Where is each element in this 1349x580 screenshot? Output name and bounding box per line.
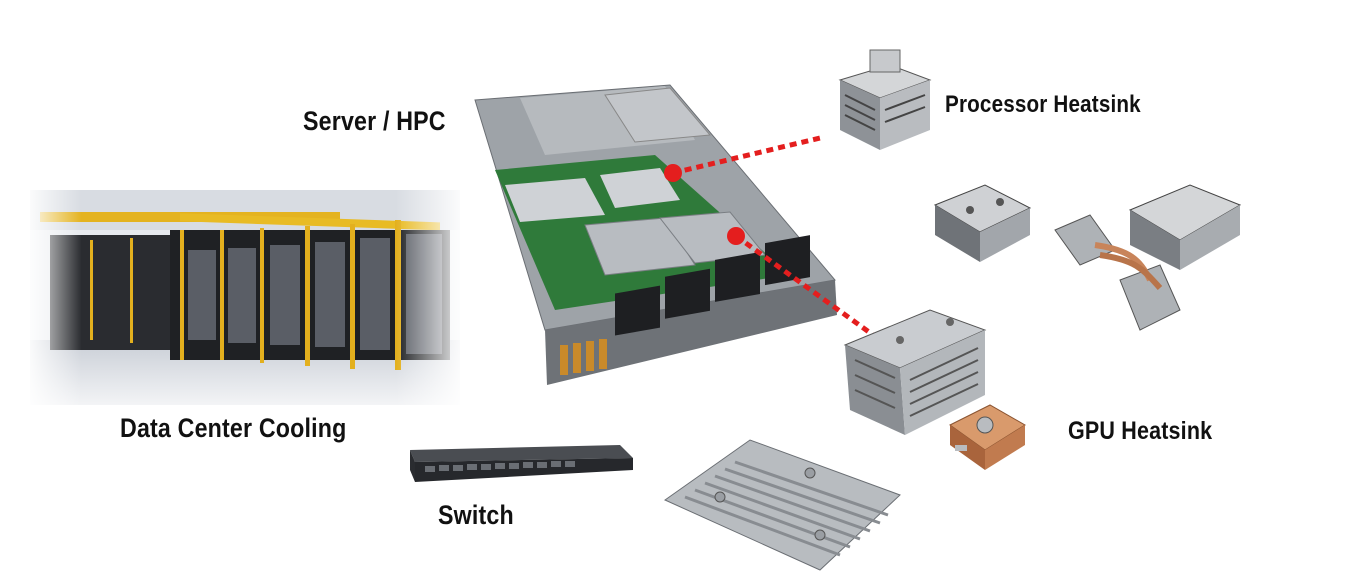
processor-heatsink-label: Processor Heatsink (945, 91, 1141, 118)
processor-heatsink-small-image (925, 170, 1035, 265)
processor-connector-line (672, 135, 821, 176)
data-center-image (30, 190, 460, 405)
vapor-chamber-heatsink-image (660, 435, 905, 575)
gpu-connector-line (734, 233, 882, 343)
gpu-heatsink-label: GPU Heatsink (1068, 417, 1213, 445)
switch-label: Switch (438, 500, 514, 530)
gpu-heatsink-image (840, 300, 990, 440)
server-chassis-image (465, 80, 845, 390)
switch-image (405, 440, 635, 490)
processor-connector-dot (664, 164, 682, 182)
server-label: Server / HPC (303, 106, 446, 136)
data-center-label: Data Center Cooling (120, 413, 347, 443)
copper-coldplate-image (945, 390, 1030, 475)
heatpipe-heatsink-image (1050, 170, 1250, 340)
processor-heatsink-image (830, 40, 940, 155)
gpu-connector-dot (727, 227, 745, 245)
